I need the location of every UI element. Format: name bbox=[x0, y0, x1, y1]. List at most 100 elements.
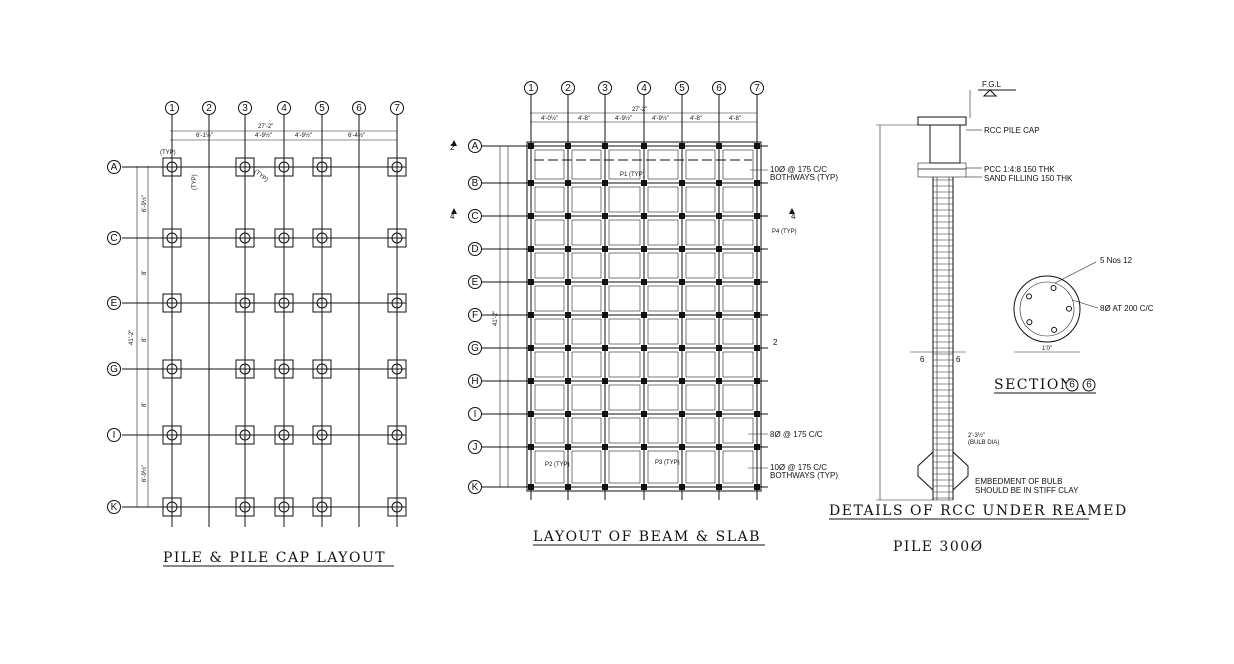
pile-bay-dim-1: 6'-1½" bbox=[196, 132, 213, 139]
pile-detail-drawing: F.G.L RCC PILE CAP PCC 1:4:8 150 THK SAN… bbox=[829, 80, 1154, 555]
pile-cap bbox=[235, 157, 255, 177]
pile-cap bbox=[235, 228, 255, 248]
section-mark-4-right: 4 bbox=[791, 212, 796, 221]
column-mark bbox=[754, 378, 760, 384]
section-arrow-icon bbox=[451, 140, 457, 146]
section-mark-2-right: 2 bbox=[773, 338, 778, 347]
bot-bar-note: 10Ø @ 175 C/C bbox=[770, 463, 827, 472]
beam-col-2-bubble bbox=[561, 81, 575, 95]
slab-panel bbox=[722, 351, 754, 378]
beam-bay-dim-4: 4'-9½" bbox=[652, 115, 669, 122]
column-mark bbox=[716, 143, 722, 149]
slab-panel bbox=[685, 186, 716, 213]
column-mark bbox=[716, 246, 722, 252]
column-mark bbox=[602, 411, 608, 417]
slab-panel bbox=[685, 417, 716, 444]
pile-cap bbox=[312, 359, 332, 379]
pile-cap bbox=[162, 293, 182, 313]
slab-panel bbox=[647, 384, 679, 411]
p2-note: P2 (TYP) bbox=[545, 462, 570, 468]
pile-cap bbox=[387, 157, 407, 177]
pile-cap bbox=[274, 157, 294, 177]
pile-cap bbox=[274, 228, 294, 248]
pile-circle bbox=[391, 232, 403, 244]
slab-panel bbox=[685, 219, 716, 246]
pile-detail-subtitle: PILE 300Ø bbox=[893, 539, 984, 555]
beam-col-1-text: 1 bbox=[528, 83, 534, 94]
pile-bay-dim-3: 4'-9½" bbox=[295, 132, 312, 139]
slab-panel bbox=[534, 384, 565, 411]
pile-col-6-bubble bbox=[352, 101, 366, 115]
pile-cap bbox=[274, 359, 294, 379]
beam-col-2-text: 2 bbox=[565, 83, 571, 94]
pile-col-5-text: 5 bbox=[319, 103, 325, 114]
column-mark bbox=[528, 180, 534, 186]
pile-col-5-bubble bbox=[315, 101, 329, 115]
pile-cap-shape bbox=[917, 116, 967, 126]
pile-col-1-text: 1 bbox=[169, 103, 175, 114]
pile-cap-label: RCC PILE CAP bbox=[984, 126, 1040, 135]
column-mark bbox=[754, 444, 760, 450]
pile-col-4-bubble bbox=[277, 101, 291, 115]
beam-bay-dim-2: 4'-8" bbox=[578, 116, 590, 122]
pile-overall-height: 41'-2" bbox=[129, 330, 135, 345]
sand-label: SAND FILLING 150 THK bbox=[984, 174, 1073, 183]
column-mark bbox=[641, 345, 647, 351]
pile-circle bbox=[239, 363, 251, 375]
pile-cap bbox=[235, 425, 255, 445]
slab-panel bbox=[722, 252, 754, 279]
slab-panel bbox=[685, 252, 716, 279]
slab-panel bbox=[722, 219, 754, 246]
column-mark bbox=[641, 246, 647, 252]
section-mark-bubble-1 bbox=[1065, 378, 1079, 392]
column-mark bbox=[679, 312, 685, 318]
bulb-dia-sub: (BULB DIA) bbox=[968, 440, 999, 446]
pile-circle bbox=[316, 161, 328, 173]
column-mark bbox=[528, 378, 534, 384]
pile-cap bbox=[312, 497, 332, 517]
pile-circle bbox=[278, 297, 290, 309]
beam-row-J-text: J bbox=[473, 442, 478, 453]
slab-panel bbox=[647, 285, 679, 312]
slab-panels bbox=[451, 140, 795, 490]
beam-row-A-text: A bbox=[472, 141, 479, 152]
column-mark bbox=[716, 444, 722, 450]
pile-layout-title: PILE & PILE CAP LAYOUT bbox=[163, 550, 386, 566]
beam-bay-dim-5: 4'-8" bbox=[690, 116, 702, 122]
beam-col-6-text: 6 bbox=[716, 83, 722, 94]
pile-circle bbox=[391, 429, 403, 441]
slab-panel bbox=[722, 417, 754, 444]
column-mark bbox=[528, 312, 534, 318]
column-mark bbox=[754, 279, 760, 285]
slab-panel bbox=[571, 384, 602, 411]
pile-detail-title: DETAILS OF RCC UNDER REAMED bbox=[829, 503, 1128, 519]
pile-cap bbox=[387, 497, 407, 517]
beam-slab-title: LAYOUT OF BEAM & SLAB bbox=[533, 529, 761, 545]
column-mark bbox=[716, 484, 722, 490]
slab-panel bbox=[647, 149, 679, 180]
slab-panel bbox=[534, 450, 565, 484]
column-mark bbox=[754, 180, 760, 186]
pile-circle bbox=[316, 429, 328, 441]
beam-overall-height: 41'-2" bbox=[493, 311, 499, 326]
slab-panel bbox=[571, 450, 602, 484]
beam-row-E-text: E bbox=[472, 277, 479, 288]
section-bars-label: 5 Nos 12 bbox=[1100, 256, 1133, 265]
slab-panel bbox=[647, 186, 679, 213]
column-mark bbox=[754, 143, 760, 149]
p1-note: P1 (TYP) bbox=[620, 172, 645, 178]
slab-panel bbox=[685, 149, 716, 180]
column-mark bbox=[565, 345, 571, 351]
pile-circle bbox=[239, 161, 251, 173]
beam-row-B-text: B bbox=[472, 178, 479, 189]
beam-row-C-text: C bbox=[471, 211, 478, 222]
pile-col-6-text: 6 bbox=[356, 103, 362, 114]
beam-row-G-text: G bbox=[471, 343, 479, 354]
column-mark bbox=[565, 312, 571, 318]
pile-row-dim-4: 8' bbox=[142, 403, 148, 407]
pile-row-G-bubble bbox=[107, 362, 121, 376]
beam-col-4-bubble bbox=[637, 81, 651, 95]
pile-circle bbox=[316, 363, 328, 375]
